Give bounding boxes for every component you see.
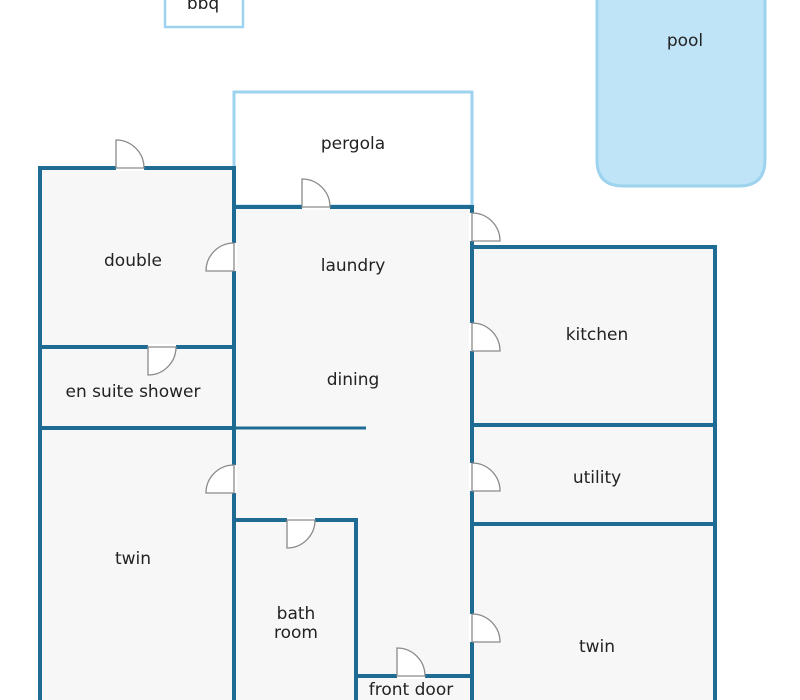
bbq-label: bbq <box>187 0 219 14</box>
kitchen-label: kitchen <box>566 325 629 345</box>
door-pergola-laundry <box>301 178 331 208</box>
front-door-label: front door <box>369 680 453 700</box>
door-laundry-outside <box>471 212 501 242</box>
pergola <box>232 90 474 208</box>
double-label: double <box>104 251 162 271</box>
door-utility <box>471 462 501 492</box>
door-en-suite <box>147 346 177 376</box>
front-door-entry <box>354 674 474 700</box>
utility-label: utility <box>573 468 621 488</box>
door-bathroom <box>286 519 316 549</box>
bbq-area <box>163 0 245 29</box>
door-twin-right <box>471 613 501 643</box>
en-suite-label: en suite shower <box>66 382 201 402</box>
laundry-label: laundry <box>321 256 386 276</box>
door-kitchen <box>471 322 501 352</box>
door-double-hall <box>205 242 235 272</box>
door-double-top <box>115 139 145 169</box>
bathroom-label-line2: room <box>274 623 318 643</box>
room-bathroom <box>232 518 358 700</box>
bathroom-label-line1: bath <box>277 604 316 624</box>
twin-right-label: twin <box>579 637 615 657</box>
room-twin-left <box>38 426 236 700</box>
pool <box>595 0 767 188</box>
dining-label: dining <box>327 370 380 390</box>
pergola-label: pergola <box>321 134 385 154</box>
room-twin-right <box>470 522 717 700</box>
door-twin-left <box>205 464 235 494</box>
pool-label: pool <box>667 31 703 51</box>
door-front <box>396 647 426 677</box>
room-en-suite <box>38 345 236 430</box>
room-kitchen <box>470 245 717 427</box>
twin-left-label: twin <box>115 549 151 569</box>
